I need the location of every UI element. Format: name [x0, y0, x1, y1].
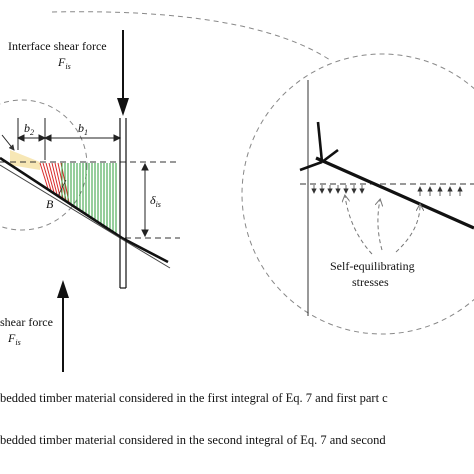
deformed-line — [0, 164, 171, 269]
red-hatch-line — [42, 162, 52, 191]
dimension-b1-label: b1 — [78, 121, 88, 137]
zoom-fastener-line — [315, 156, 474, 230]
interface-force-symbol: Fis — [57, 55, 71, 71]
red-hatch-line — [48, 162, 58, 195]
stresses-label: stresses — [352, 275, 389, 289]
shear-force-bottom-label: shear force — [0, 315, 53, 329]
interface-plate — [119, 118, 127, 289]
caption-first: bedded timber material considered in the… — [0, 391, 388, 405]
delta-label: δis — [150, 193, 161, 209]
bottom-force-arrow — [57, 280, 69, 372]
stress-arrows — [311, 185, 463, 196]
hatch-yellow-region — [10, 150, 40, 170]
crack-tip-spikes — [299, 121, 339, 172]
dimension-lines — [16, 118, 122, 160]
self-equil-arrow-mid — [378, 200, 382, 251]
red-hatch-line — [45, 162, 55, 193]
captions: bedded timber material considered in the… — [0, 391, 388, 447]
dimension-b2-label: b2 — [24, 121, 34, 137]
interface-force-label: Interface shear force — [8, 39, 107, 53]
self-equil-arrow-right — [395, 205, 420, 253]
detail-circle-left — [0, 99, 88, 231]
right-zoom-detail: Self-equilibrating stresses — [241, 53, 474, 335]
pointer-b — [57, 179, 67, 197]
zoom-circle — [241, 53, 474, 335]
red-hatch-line — [51, 162, 61, 197]
delta-dimension — [141, 162, 149, 238]
zoom-leader-top — [51, 11, 331, 61]
red-hatch-line — [39, 162, 49, 189]
caption-second: bedded timber material considered in the… — [0, 433, 386, 447]
fastener-line — [0, 156, 169, 264]
bottom-force-symbol: Fis — [7, 331, 21, 347]
point-b-label: B — [46, 197, 54, 211]
left-detail: Interface shear force Fis b2 b1 B δis sh… — [0, 11, 331, 372]
hatch-green-region — [61, 163, 117, 234]
self-equil-arrow-left — [345, 196, 373, 255]
top-force-arrow — [117, 30, 129, 116]
self-equilibrating-label: Self-equilibrating — [330, 259, 415, 273]
small-arrow-left — [1, 134, 15, 151]
